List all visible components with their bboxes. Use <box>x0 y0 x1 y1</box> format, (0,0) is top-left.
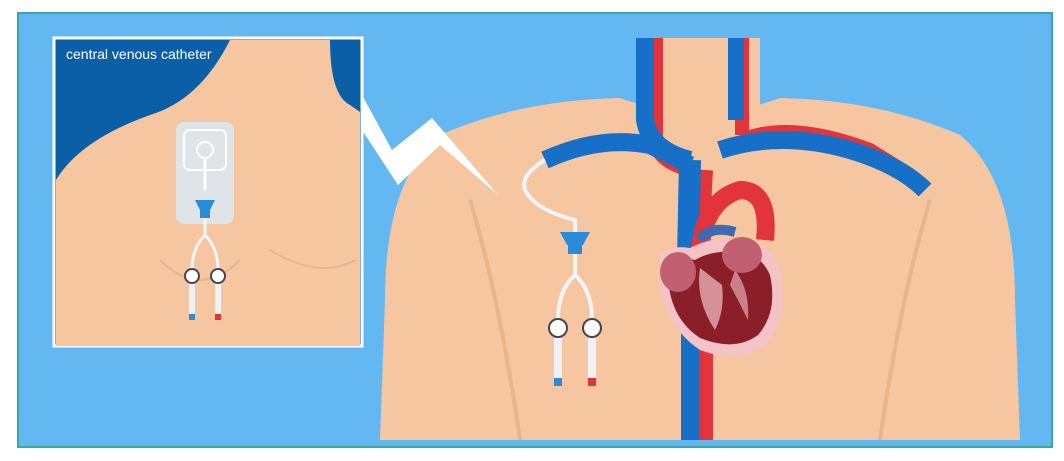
inset-panel <box>54 38 362 346</box>
inset-label: central venous catheter <box>66 46 212 62</box>
